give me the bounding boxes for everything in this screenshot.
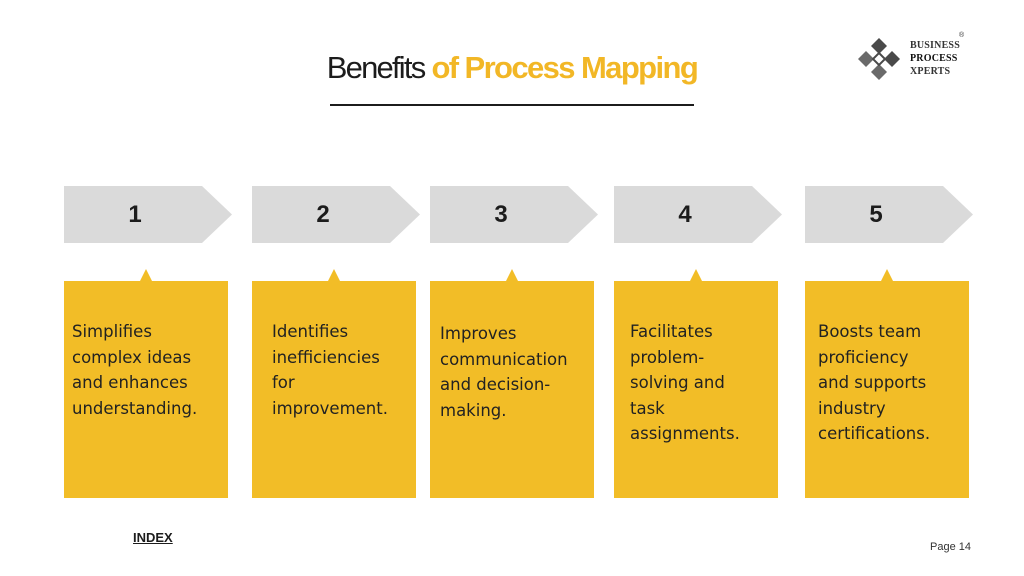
step-number-5: 5 [869,201,883,228]
benefit-text-4: Facilitates problem- solving and task as… [630,322,740,444]
step-number-3: 3 [494,201,508,228]
benefit-text-5: Boosts team proficiency and supports ind… [818,322,931,444]
benefit-card-3: Improves communication and decision- mak… [430,269,594,498]
index-link[interactable]: INDEX [133,530,173,545]
benefit-card-5: Boosts team proficiency and supports ind… [805,269,969,498]
card-pointer [328,269,340,281]
title-underline [330,104,694,106]
benefit-text-2: Identifies inefficiencies for improvemen… [272,322,388,418]
title-part-1: Benefits [326,50,426,85]
page-number: Page 14 [930,541,971,553]
logo-icon [858,38,900,80]
card-pointer [140,269,152,281]
logo-line-1: BUSINESS [910,40,960,51]
step-number-2: 2 [316,201,330,228]
company-logo: BUSINESS PROCESS XPERTS ® [856,32,996,84]
benefit-text-1: Simplifies complex ideas and enhances un… [72,322,198,418]
step-arrow-4: 4 [614,186,782,243]
benefit-card-2: Identifies inefficiencies for improvemen… [252,269,416,498]
benefit-text-3: Improves communication and decision- mak… [440,324,568,420]
benefit-card-1: Simplifies complex ideas and enhances un… [64,269,228,498]
logo-line-3: XPERTS [910,66,951,77]
step-number-4: 4 [678,201,692,228]
page-title: Benefits of Process Mapping [0,50,1024,86]
card-pointer [506,269,518,281]
step-number-1: 1 [128,201,142,228]
title-part-2: of Process Mapping [431,50,698,85]
step-arrow-5: 5 [805,186,973,243]
card-pointer [690,269,702,281]
benefit-card-4: Facilitates problem- solving and task as… [614,269,778,498]
step-arrow-1: 1 [64,186,232,243]
logo-line-2: PROCESS [910,53,958,64]
card-pointer [881,269,893,281]
step-arrow-3: 3 [430,186,598,243]
logo-wordmark: BUSINESS PROCESS XPERTS [910,39,960,78]
step-arrow-2: 2 [252,186,420,243]
registered-mark: ® [959,32,965,39]
